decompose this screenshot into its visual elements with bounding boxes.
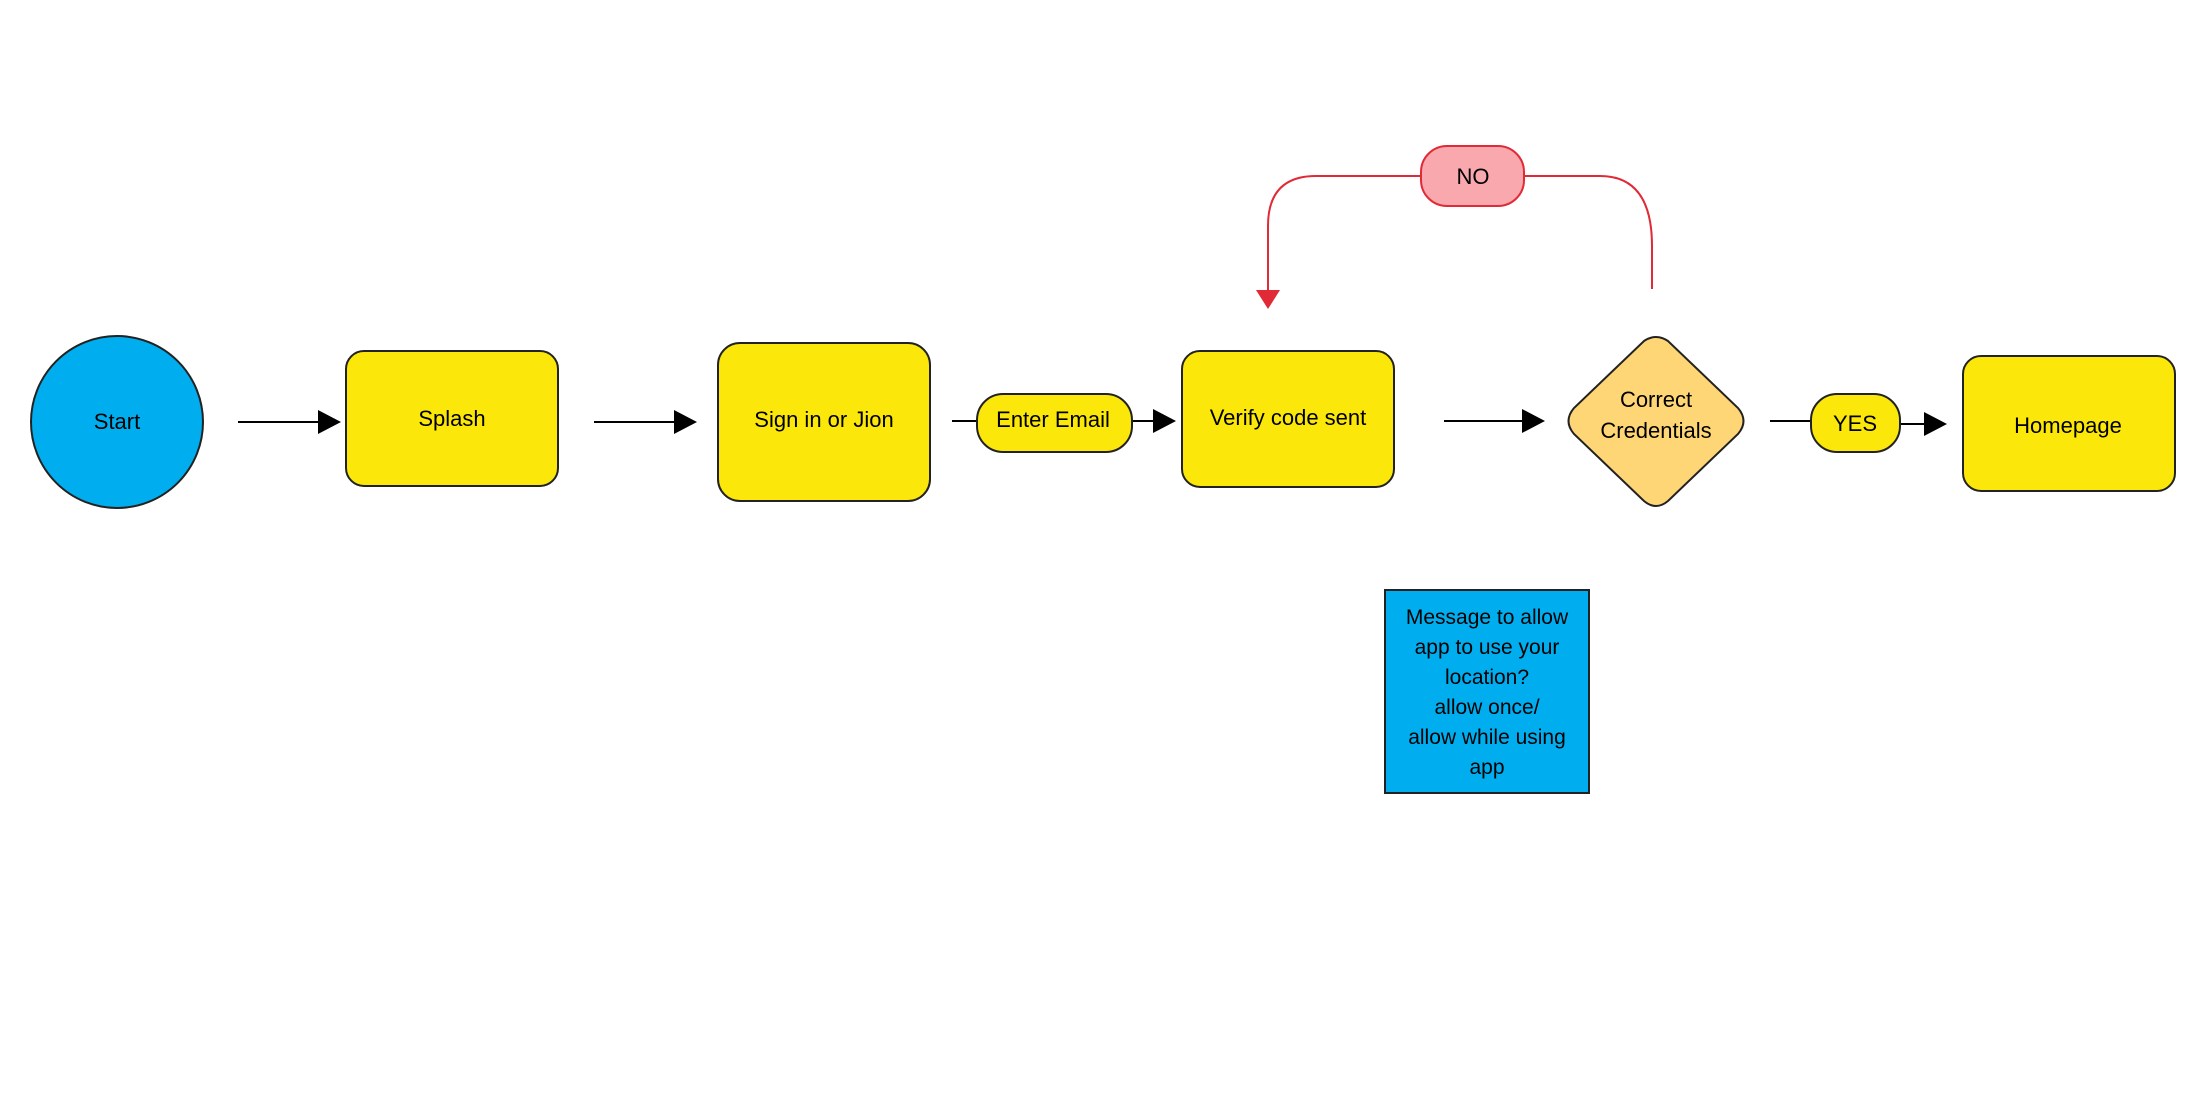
signin-label: Sign in or Jion bbox=[754, 407, 893, 432]
enter-email-label-node: Enter Email bbox=[976, 393, 1133, 453]
yes-pill bbox=[1810, 393, 1901, 453]
yes-label: YES bbox=[1833, 411, 1877, 436]
verify-label: Verify code sent bbox=[1210, 405, 1367, 430]
no-loop-line bbox=[1267, 175, 1653, 292]
connector-decision-to-homepage bbox=[1770, 412, 1947, 436]
note-line-5: allow while using bbox=[1408, 726, 1566, 749]
signin-node: Sign in or Jion bbox=[717, 342, 931, 502]
no-label-node: NO bbox=[1420, 145, 1525, 207]
start-label: Start bbox=[94, 409, 140, 434]
splash-label: Splash bbox=[418, 406, 485, 431]
triangle-arrowhead-icon bbox=[1256, 290, 1280, 309]
triangle-arrowhead-icon bbox=[1924, 412, 1947, 436]
note-line-6: app bbox=[1469, 756, 1504, 779]
enter-email-label: Enter Email bbox=[996, 407, 1110, 432]
signin-box bbox=[717, 342, 931, 502]
homepage-box bbox=[1962, 355, 2176, 492]
yes-label-node: YES bbox=[1810, 393, 1901, 453]
triangle-arrowhead-icon bbox=[318, 410, 341, 434]
triangle-arrowhead-icon bbox=[674, 410, 697, 434]
location-permission-note: Message to allow app to use your locatio… bbox=[1384, 589, 1590, 794]
decision-label-line2: Credentials bbox=[1600, 418, 1711, 443]
connector-signin-to-verify bbox=[952, 409, 1176, 433]
note-line-2: app to use your bbox=[1415, 636, 1560, 659]
start-circle bbox=[30, 335, 204, 509]
start-node: Start bbox=[30, 335, 204, 509]
decision-diamond bbox=[1567, 336, 1745, 507]
enter-email-pill bbox=[976, 393, 1133, 453]
connector-verify-to-decision bbox=[1444, 409, 1545, 433]
connector-no-loop bbox=[1256, 175, 1653, 309]
note-line-3: location? bbox=[1445, 666, 1529, 689]
decision-node: Correct Credentials bbox=[1567, 336, 1745, 507]
connector-start-to-splash bbox=[238, 410, 341, 434]
verify-box bbox=[1181, 350, 1395, 488]
splash-box bbox=[345, 350, 559, 487]
triangle-arrowhead-icon bbox=[1153, 409, 1176, 433]
verify-node: Verify code sent bbox=[1181, 350, 1395, 488]
note-line-1: Message to allow bbox=[1406, 606, 1569, 629]
no-label: NO bbox=[1457, 164, 1490, 189]
no-pill bbox=[1420, 145, 1525, 207]
note-line-4: allow once/ bbox=[1434, 696, 1539, 719]
homepage-label: Homepage bbox=[2014, 413, 2122, 438]
connector-splash-to-signin bbox=[594, 410, 697, 434]
note-box bbox=[1384, 589, 1590, 794]
splash-node: Splash bbox=[345, 350, 559, 487]
triangle-arrowhead-icon bbox=[1522, 409, 1545, 433]
homepage-node: Homepage bbox=[1962, 355, 2176, 492]
decision-label-line1: Correct bbox=[1620, 387, 1692, 412]
